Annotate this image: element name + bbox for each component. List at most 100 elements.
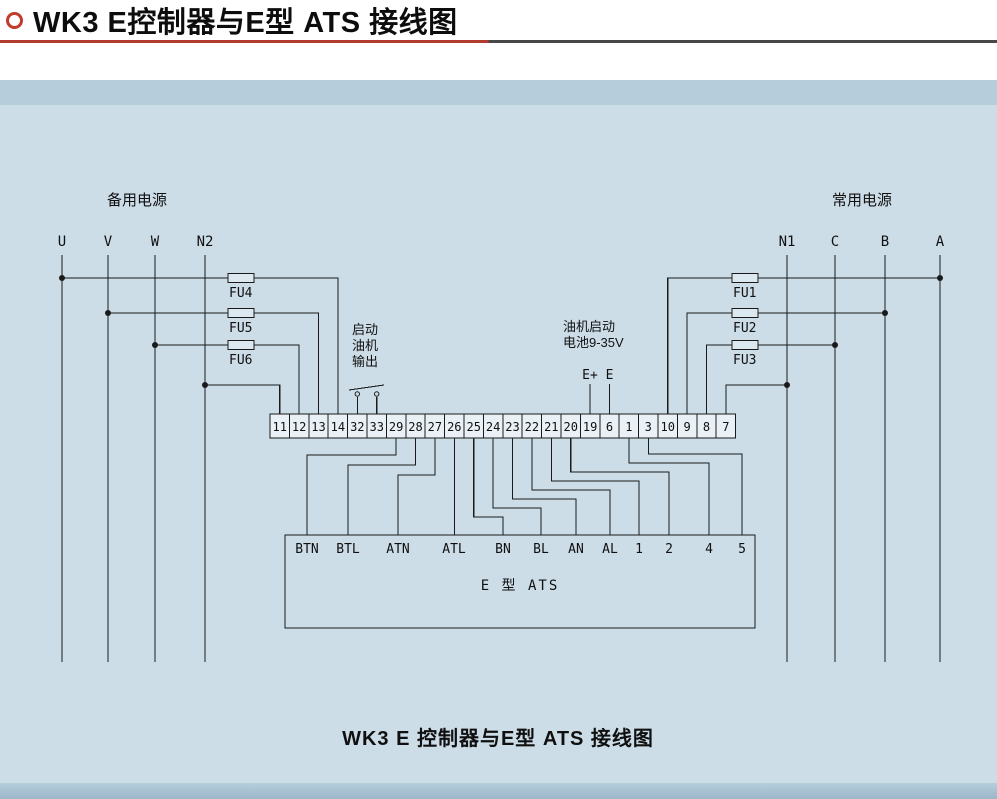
start-output-label-line1: 启动 bbox=[352, 322, 378, 337]
ats-terminal-label: ATN bbox=[386, 542, 409, 557]
wire bbox=[725, 384, 787, 414]
wire bbox=[155, 344, 300, 414]
fuse-fu6 bbox=[227, 339, 255, 351]
terminal-cell-label: 23 bbox=[505, 420, 519, 434]
terminal-cell-label: 7 bbox=[722, 420, 729, 434]
wire bbox=[347, 438, 417, 535]
wire bbox=[686, 312, 885, 414]
terminal-cell-label: 24 bbox=[486, 420, 500, 434]
wire bbox=[628, 438, 710, 535]
junction-dot bbox=[59, 275, 65, 281]
terminal-cell-label: 22 bbox=[525, 420, 539, 434]
contact-node bbox=[354, 391, 360, 397]
wire bbox=[62, 277, 339, 414]
junction-dot bbox=[202, 382, 208, 388]
phase-label-v: V bbox=[104, 234, 113, 250]
terminal-cell-label: 25 bbox=[466, 420, 480, 434]
wire bbox=[108, 312, 320, 414]
terminal-cell-label: 33 bbox=[369, 420, 383, 434]
wire bbox=[306, 438, 397, 535]
fuse-fu5 bbox=[227, 307, 255, 319]
start-output-label-line2: 油机 bbox=[352, 338, 378, 353]
wire bbox=[647, 438, 743, 535]
terminal-cell-label: 1 bbox=[625, 420, 632, 434]
wire bbox=[492, 438, 542, 535]
junction-dot bbox=[152, 342, 158, 348]
wire bbox=[531, 438, 611, 535]
terminal-cell-label: 6 bbox=[606, 420, 613, 434]
fuse-label-fu1: FU1 bbox=[733, 286, 756, 301]
phase-label-n1: N1 bbox=[779, 234, 796, 250]
terminal-cell-label: 11 bbox=[272, 420, 286, 434]
terminal-cell-label: 12 bbox=[292, 420, 306, 434]
page-header: WK3 E控制器与E型 ATS 接线图 bbox=[0, 0, 997, 40]
phase-label-n2: N2 bbox=[197, 234, 214, 250]
terminal-cell-label: 29 bbox=[389, 420, 403, 434]
terminal-cell-label: 8 bbox=[703, 420, 710, 434]
terminal-cell-label: 26 bbox=[447, 420, 461, 434]
phase-label-a: A bbox=[936, 234, 945, 250]
terminal-cell-label: 9 bbox=[683, 420, 690, 434]
wire bbox=[356, 397, 378, 414]
circle-bullet-icon bbox=[6, 11, 23, 29]
page-title: WK3 E控制器与E型 ATS 接线图 bbox=[33, 7, 458, 39]
fuse-label-fu6: FU6 bbox=[229, 353, 252, 368]
ats-terminal-label: AN bbox=[568, 542, 584, 557]
terminal-cell-label: 19 bbox=[583, 420, 597, 434]
terminal-cell-label: 28 bbox=[408, 420, 422, 434]
left-fuse-wiring: FU4 FU5 FU6 bbox=[62, 272, 339, 414]
terminal-cell-label: 3 bbox=[645, 420, 652, 434]
strip-to-ats-wiring bbox=[306, 438, 743, 535]
ats-terminal-label: ATL bbox=[442, 542, 466, 557]
junction-dot bbox=[832, 342, 838, 348]
normal-power-label: 常用电源 bbox=[832, 192, 892, 209]
battery-terminal-e: E bbox=[606, 368, 614, 383]
wire bbox=[511, 438, 577, 535]
fuse-label-fu4: FU4 bbox=[229, 286, 253, 301]
fuse-fu1 bbox=[731, 272, 759, 284]
ats-terminal-label: 4 bbox=[705, 542, 713, 557]
right-fuse-wiring: FU1 FU2 FU3 bbox=[667, 272, 940, 414]
junction-dot bbox=[882, 310, 888, 316]
battery-terminal-eplus: E+ bbox=[582, 368, 598, 383]
start-output-contact: 启动 油机 输出 bbox=[348, 322, 385, 414]
ats-terminal-label: BTN bbox=[295, 542, 318, 557]
fuse-fu2 bbox=[731, 307, 759, 319]
ats-terminal-label: AL bbox=[602, 542, 618, 557]
terminal-cell-label: 13 bbox=[311, 420, 325, 434]
terminal-cell-label: 32 bbox=[350, 420, 364, 434]
power-lines bbox=[61, 255, 941, 662]
diagram-panel bbox=[0, 80, 997, 799]
backup-power-label: 备用电源 bbox=[107, 192, 167, 209]
fuse-fu3 bbox=[731, 339, 759, 351]
panel-bottom-band bbox=[0, 783, 997, 799]
junction-dots bbox=[59, 275, 943, 388]
wire bbox=[397, 438, 436, 535]
fuse-label-fu2: FU2 bbox=[733, 321, 756, 336]
battery-connection: 油机启动 电池9-35V E+ E bbox=[563, 319, 624, 414]
terminal-cell-label: 20 bbox=[563, 420, 577, 434]
contact-node bbox=[374, 391, 380, 397]
ats-terminal-label: 5 bbox=[738, 542, 746, 557]
ats-terminal-label: 1 bbox=[635, 542, 643, 557]
ats-terminal-label: BTL bbox=[336, 542, 360, 557]
wire bbox=[205, 384, 281, 414]
ats-box bbox=[284, 534, 756, 629]
phase-label-c: C bbox=[831, 234, 839, 250]
terminal-cell bbox=[715, 413, 737, 439]
phase-label-u: U bbox=[58, 234, 66, 250]
fuse-label-fu3: FU3 bbox=[733, 353, 756, 368]
battery-label-line2: 电池9-35V bbox=[563, 335, 624, 350]
panel-top-band bbox=[0, 80, 997, 105]
terminal-cell-label: 14 bbox=[331, 420, 345, 434]
terminal-cell-label: 10 bbox=[660, 420, 674, 434]
fuse-fu4 bbox=[227, 272, 255, 284]
ats-terminal-label: BN bbox=[495, 542, 511, 557]
wire bbox=[550, 438, 640, 535]
phase-label-b: B bbox=[881, 234, 889, 250]
wire bbox=[589, 384, 611, 414]
